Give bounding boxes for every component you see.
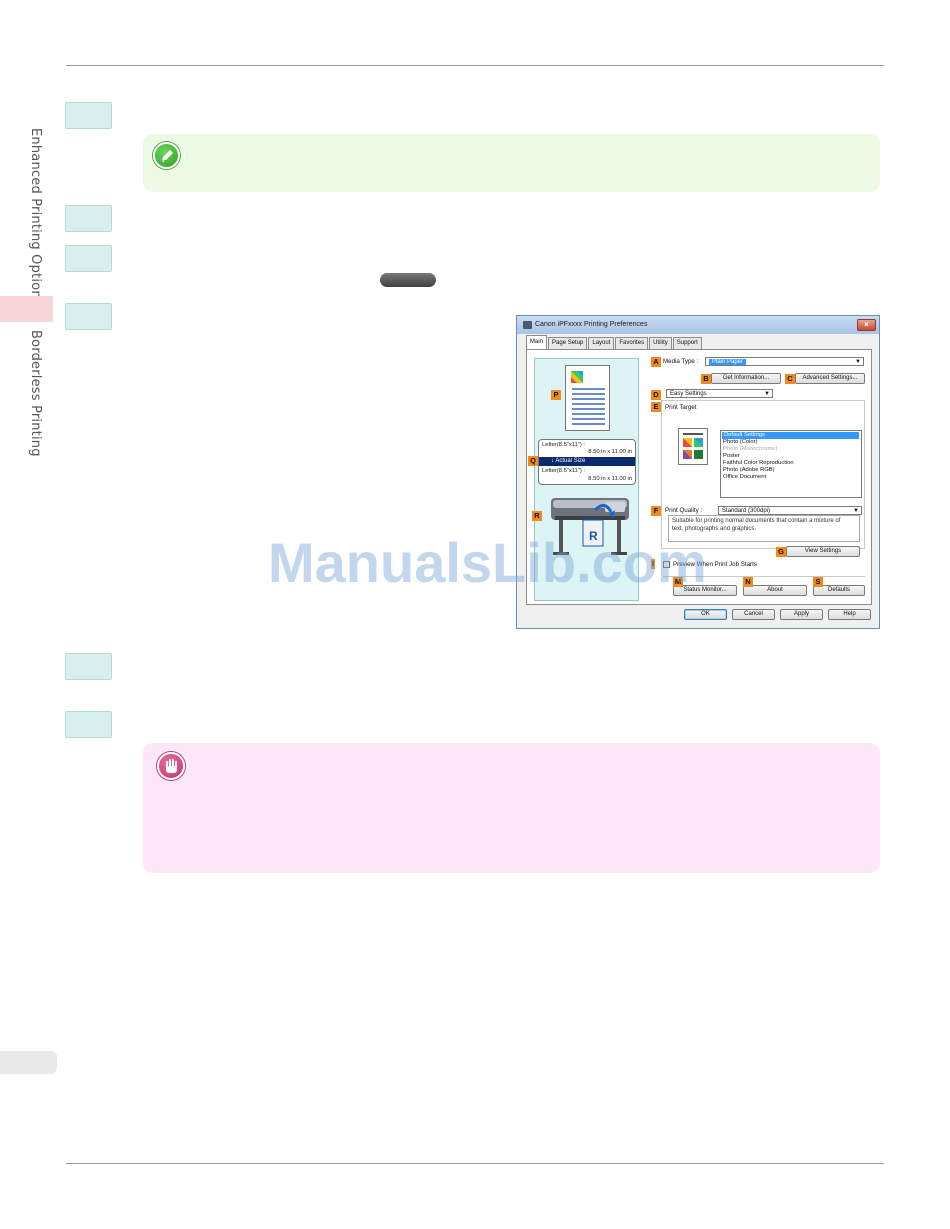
- tab-support[interactable]: Support: [672, 337, 702, 349]
- label-r: R: [532, 511, 542, 521]
- print-quality-value: Standard (300dpi): [722, 508, 771, 514]
- step-marker-1: [65, 102, 112, 129]
- chevron-down-icon: ▼: [853, 508, 859, 514]
- dialog-title: Canon iPFxxxx Printing Preferences: [535, 321, 648, 328]
- media-type-value: Plain Paper: [709, 359, 747, 365]
- tab-layout[interactable]: Layout: [588, 337, 615, 349]
- list-item[interactable]: Photo (Adobe RGB): [723, 467, 775, 473]
- label-a: A: [651, 357, 661, 367]
- output-size-label: Letter(8.5"x11") :: [542, 468, 585, 474]
- down-arrow-icon: ↓: [551, 458, 556, 464]
- preview-checkbox-label: Preview When Print Job Starts: [673, 561, 757, 568]
- important-box: [143, 743, 880, 873]
- list-item[interactable]: Faithful Color Reproduction: [723, 460, 794, 466]
- print-quality-label: Print Quality :: [665, 507, 703, 514]
- label-f: F: [651, 506, 661, 516]
- subsection-title-vertical: Borderless Printing: [28, 330, 43, 457]
- label-m: M: [673, 577, 683, 587]
- step-marker-6: [65, 711, 112, 738]
- actual-size-bar: ↓ Actual Size: [539, 457, 635, 466]
- view-settings-button[interactable]: View Settings: [786, 546, 860, 557]
- defaults-button[interactable]: Defaults: [813, 585, 865, 596]
- label-q: Q: [528, 456, 538, 466]
- step-marker-4: [65, 303, 112, 330]
- actual-size-label: Actual Size: [555, 458, 586, 464]
- media-type-combo[interactable]: Plain Paper ▼: [705, 357, 864, 366]
- footer-rule: [66, 1163, 884, 1164]
- label-c: C: [785, 374, 795, 384]
- get-information-button[interactable]: Get Information...: [711, 373, 781, 384]
- note-box: [143, 134, 880, 192]
- print-target-thumbnail: [678, 428, 708, 465]
- paper-size-box: Letter(8.5"x11") : 8.50 in x 11.00 in ↓ …: [538, 439, 636, 485]
- dialog-tabs: Main Page Setup Layout Favorites Utility…: [526, 335, 703, 349]
- list-item[interactable]: Default Settings: [722, 432, 859, 439]
- dialog-titlebar: Canon iPFxxxx Printing Preferences ×: [517, 316, 879, 334]
- preview-checkbox[interactable]: [663, 561, 670, 568]
- svg-text:R: R: [589, 529, 598, 543]
- advanced-settings-button[interactable]: Advanced Settings...: [795, 373, 865, 384]
- list-item[interactable]: Poster: [723, 453, 740, 459]
- main-tab-panel: P Letter(8.5"x11") : 8.50 in x 11.00 in …: [526, 349, 872, 605]
- settings-mode-value: Easy Settings: [670, 391, 707, 397]
- important-hand-icon: [157, 752, 185, 780]
- print-target-description: Suitable for printing normal documents t…: [668, 515, 860, 542]
- chevron-down-icon: ▼: [764, 391, 770, 397]
- large-format-printer-icon: R: [551, 498, 629, 555]
- print-target-list[interactable]: Default Settings Photo (Color) Photo (Mo…: [720, 430, 862, 498]
- label-e: E: [651, 402, 661, 412]
- step-marker-5: [65, 653, 112, 680]
- list-item[interactable]: Office Document: [723, 474, 767, 480]
- inline-button-graphic: [380, 273, 436, 287]
- chevron-down-icon: ▼: [855, 359, 861, 365]
- settings-preview-area: P Letter(8.5"x11") : 8.50 in x 11.00 in …: [528, 358, 639, 601]
- ok-button[interactable]: OK: [684, 609, 727, 620]
- label-b: B: [701, 374, 711, 384]
- document-preview: [565, 365, 610, 431]
- note-pencil-icon: [153, 142, 180, 169]
- settings-mode-combo[interactable]: Easy Settings ▼: [666, 389, 773, 398]
- printer-icon: [523, 321, 532, 329]
- step-marker-3: [65, 245, 112, 272]
- label-i: I: [651, 559, 655, 569]
- header-rule: [66, 65, 884, 66]
- close-button[interactable]: ×: [857, 319, 876, 331]
- output-size-dimensions: 8.50 in x 11.00 in: [588, 476, 632, 482]
- apply-button[interactable]: Apply: [780, 609, 823, 620]
- label-g: G: [776, 547, 786, 557]
- original-size-dimensions: 8.50 in x 11.00 in: [588, 449, 632, 455]
- label-p: P: [551, 390, 561, 400]
- print-target-label: Print Target: [665, 404, 697, 411]
- original-size-label: Letter(8.5"x11") :: [542, 442, 585, 448]
- tab-main[interactable]: Main: [526, 335, 548, 349]
- watermark: ManualsLib.com: [268, 531, 707, 594]
- printing-preferences-dialog: Canon iPFxxxx Printing Preferences × Mai…: [516, 315, 880, 629]
- step-marker-2: [65, 205, 112, 232]
- status-monitor-button[interactable]: Status Monitor...: [673, 585, 737, 596]
- label-s: S: [813, 577, 823, 587]
- list-item[interactable]: Photo (Color): [723, 439, 758, 445]
- help-button[interactable]: Help: [828, 609, 871, 620]
- media-type-label: Media Type :: [663, 358, 699, 365]
- easy-settings-group: E Print Target Default Settings Photo (C…: [651, 400, 865, 557]
- label-d: D: [651, 390, 661, 400]
- tab-favorites[interactable]: Favorites: [615, 337, 649, 349]
- section-title-vertical: Enhanced Printing Options: [28, 128, 43, 306]
- page-number-tab: [0, 1051, 57, 1074]
- label-n: N: [743, 577, 753, 587]
- section-marker-tab: [0, 296, 53, 322]
- cancel-button[interactable]: Cancel: [732, 609, 775, 620]
- color-graphic-thumbnail: [571, 371, 583, 383]
- tab-page-setup[interactable]: Page Setup: [548, 337, 588, 349]
- tab-utility[interactable]: Utility: [649, 337, 672, 349]
- about-button[interactable]: About: [743, 585, 807, 596]
- list-item: Photo (Monochrome): [723, 446, 778, 452]
- divider: [663, 576, 865, 577]
- print-quality-combo[interactable]: Standard (300dpi) ▼: [718, 506, 862, 515]
